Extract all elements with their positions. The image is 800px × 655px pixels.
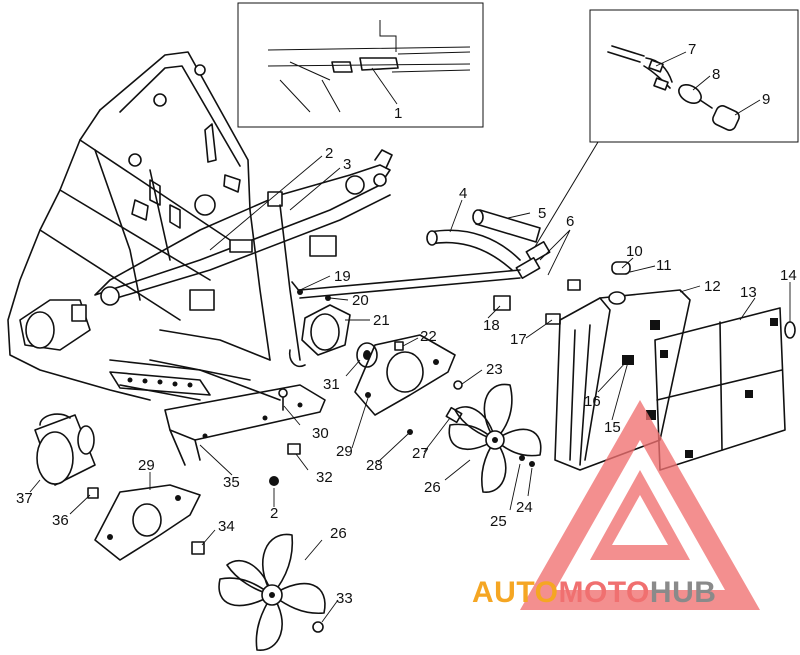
callout-29-right: 29 xyxy=(336,443,353,460)
callout-33: 33 xyxy=(336,590,353,607)
callout-20: 20 xyxy=(352,292,369,309)
callout-3: 3 xyxy=(343,156,351,173)
callout-1: 1 xyxy=(394,105,402,122)
watermark-triangle-icon xyxy=(520,400,760,610)
callout-9: 9 xyxy=(762,91,770,108)
callout-6: 6 xyxy=(566,213,574,230)
callout-36: 36 xyxy=(52,512,69,529)
watermark-auto: AUTO xyxy=(472,576,558,609)
leader-lines xyxy=(29,51,791,623)
callout-34: 34 xyxy=(218,518,235,535)
watermark-logo xyxy=(520,400,760,610)
callout-32: 32 xyxy=(316,469,333,486)
callout-2-lower: 2 xyxy=(270,505,278,522)
callout-29-left: 29 xyxy=(138,457,155,474)
callout-13: 13 xyxy=(740,284,757,301)
callout-12: 12 xyxy=(704,278,721,295)
callout-23: 23 xyxy=(486,361,503,378)
callout-27: 27 xyxy=(412,445,429,462)
radiator-assembly xyxy=(554,261,796,471)
callout-18: 18 xyxy=(483,317,500,334)
callout-8: 8 xyxy=(712,66,720,83)
watermark-moto: MOTO xyxy=(558,576,649,609)
callout-25: 25 xyxy=(490,513,507,530)
callout-11: 11 xyxy=(656,257,672,274)
watermark-hub: HUB xyxy=(650,576,717,609)
callout-15: 15 xyxy=(604,419,621,436)
callout-35: 35 xyxy=(223,474,240,491)
callout-24: 24 xyxy=(516,499,533,516)
callout-26-left: 26 xyxy=(330,525,347,542)
callout-28: 28 xyxy=(366,457,383,474)
callout-17: 17 xyxy=(510,331,527,348)
callout-4: 4 xyxy=(459,185,467,202)
callout-31: 31 xyxy=(323,376,340,393)
callout-14: 14 xyxy=(780,267,797,284)
callout-2-upper: 2 xyxy=(325,145,333,162)
callout-19: 19 xyxy=(334,268,351,285)
lower-fan-assembly xyxy=(34,388,326,651)
fan-motor-assembly xyxy=(288,209,581,493)
frame-assembly xyxy=(7,51,393,466)
callout-5: 5 xyxy=(538,205,546,222)
callout-21: 21 xyxy=(373,312,390,329)
callout-16: 16 xyxy=(584,393,601,410)
callout-10: 10 xyxy=(626,243,643,260)
callout-26-right: 26 xyxy=(424,479,441,496)
callout-labels: 1 2 2 3 4 5 6 7 8 9 10 11 12 13 14 15 16… xyxy=(16,41,797,607)
callout-30: 30 xyxy=(312,425,329,442)
inset-detail-7-9 xyxy=(529,9,799,256)
callout-7: 7 xyxy=(688,41,696,58)
callout-37: 37 xyxy=(16,490,33,507)
inset-detail-1 xyxy=(237,2,484,128)
watermark-text: AUTOMOTOHUB xyxy=(472,576,716,609)
callout-22: 22 xyxy=(420,328,437,345)
